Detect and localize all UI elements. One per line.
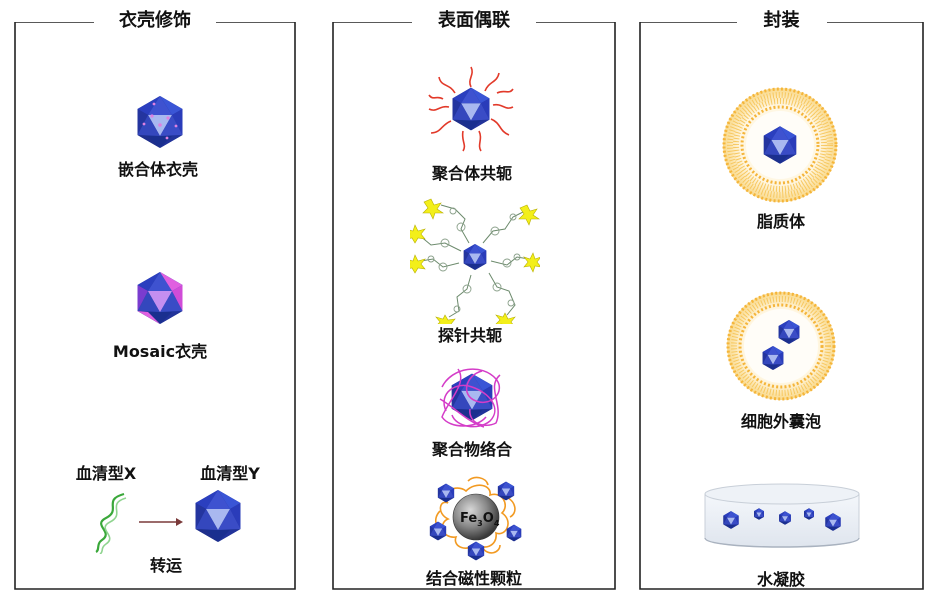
label-chimeric-capsid: 嵌合体衣壳 <box>117 160 199 179</box>
fe3o4-label: Fe3O4 <box>460 511 500 528</box>
label-serotype-x: 血清型X <box>75 464 137 483</box>
panel-title: 衣壳修饰 <box>14 6 296 32</box>
label-liposome: 脂质体 <box>756 212 806 231</box>
label-transport: 转运 <box>149 556 183 575</box>
label-probe-conjugate: 探针共轭 <box>437 326 503 345</box>
arrow-right-icon <box>139 518 183 526</box>
panel-title: 表面偶联 <box>332 6 616 32</box>
panel-frame <box>639 22 924 590</box>
capsid-serotype-y-icon <box>195 490 241 542</box>
extracellular-vesicle-icon <box>726 291 836 401</box>
polymer-conjugate-icon <box>428 66 514 152</box>
liposome-icon <box>722 87 838 203</box>
panel-surface-conjugation: 表面偶联 聚合体共轭 <box>332 10 616 590</box>
polymer-complex-icon <box>439 368 501 428</box>
hydrogel-icon <box>704 483 860 548</box>
chimeric-capsid-icon <box>137 96 183 148</box>
label-extracellular-vesicle: 细胞外囊泡 <box>740 412 822 431</box>
label-serotype-y: 血清型Y <box>200 464 260 483</box>
magnetic-particle-icon: Fe3O4 <box>429 476 522 561</box>
panel-encapsulation: 封装 脂质体 细胞外囊泡 水凝胶 <box>639 10 924 590</box>
panel-capsid-modification: 衣壳修饰 嵌合体衣壳 Mosaic衣壳 血清型X 血清型Y 转运 <box>14 10 296 590</box>
label-magnetic-particle: 结合磁性颗粒 <box>425 569 523 588</box>
mosaic-capsid-icon <box>137 272 183 324</box>
label-polymer-conjugate: 聚合体共轭 <box>431 164 513 183</box>
panel-frame <box>14 22 296 590</box>
label-mosaic-capsid: Mosaic衣壳 <box>112 342 208 361</box>
label-polymer-complex: 聚合物络合 <box>431 440 513 459</box>
panel-title: 封装 <box>639 6 924 32</box>
panel-frame <box>332 22 616 590</box>
dna-strand-icon <box>95 492 127 554</box>
probe-conjugate-icon <box>410 198 540 324</box>
label-hydrogel: 水凝胶 <box>756 570 806 589</box>
